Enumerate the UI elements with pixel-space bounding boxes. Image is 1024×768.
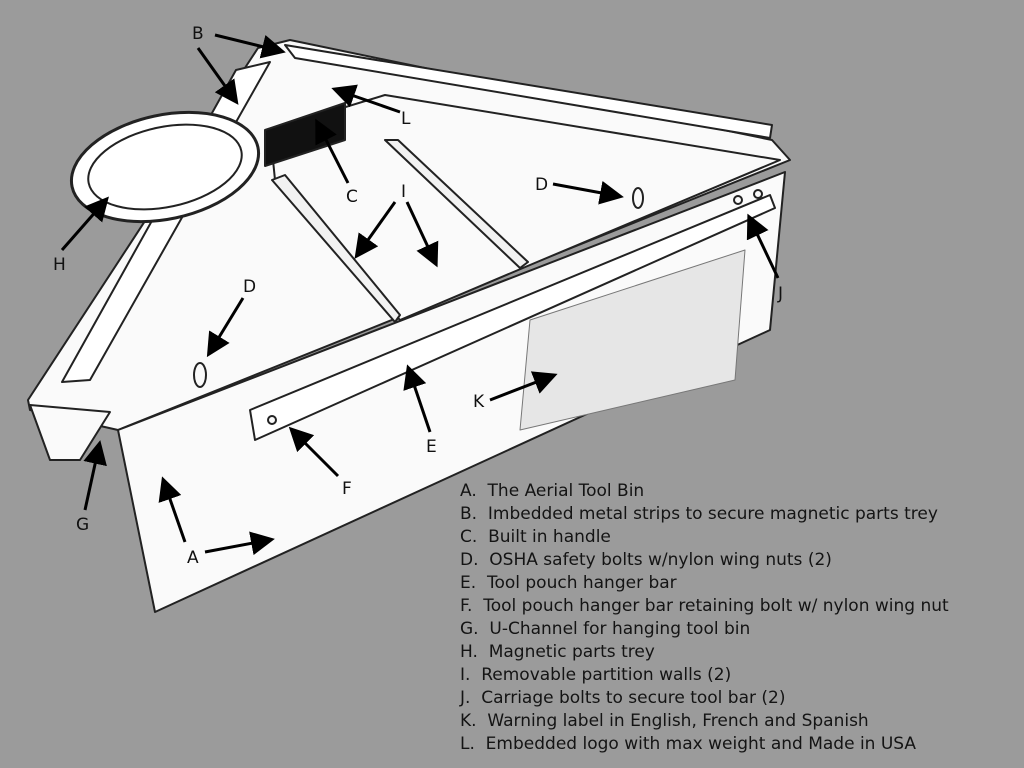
arrow-d [206, 297, 245, 358]
safety-bolt-icon [193, 362, 207, 388]
callout-g: G [76, 515, 89, 535]
carriage-bolt-icon [733, 195, 743, 205]
callout-h: H [53, 255, 66, 275]
bin-front-face [117, 171, 786, 613]
safety-bolt-icon [632, 187, 644, 209]
legend-item: L. Embedded logo with max weight and Mad… [460, 734, 917, 754]
arrow-j [746, 213, 780, 279]
callout-arrows [60, 33, 780, 556]
callout-j: J [777, 284, 783, 304]
legend: A. The Aerial Tool Bin B. Imbedded metal… [460, 480, 949, 756]
partition-wall-1 [271, 174, 401, 323]
callout-d: D [535, 175, 548, 195]
callout-i: I [401, 182, 406, 202]
legend-item: H. Magnetic parts trey [460, 642, 655, 662]
arrow-d [552, 180, 624, 205]
legend-item: C. Built in handle [460, 527, 611, 547]
warning-label [519, 249, 746, 431]
arrow-k [489, 371, 558, 402]
legend-item: K. Warning label in English, French and … [460, 711, 869, 731]
arrow-f [288, 426, 340, 478]
callout-d: D [243, 277, 256, 297]
arrow-g [83, 440, 107, 511]
arrow-i [354, 201, 397, 259]
legend-item: B. Imbedded metal strips to secure magne… [460, 504, 938, 524]
callout-e: E [426, 437, 437, 457]
metal-strip-top [284, 44, 773, 139]
legend-item: A. The Aerial Tool Bin [460, 481, 645, 501]
arrow-i [405, 201, 439, 268]
legend-item: E. Tool pouch hanger bar [460, 573, 677, 593]
arrow-h [60, 196, 109, 251]
callout-l: L [401, 109, 411, 129]
arrow-a [204, 531, 275, 556]
legend-item: F. Tool pouch hanger bar retaining bolt … [460, 596, 949, 616]
bin-left-flange [29, 404, 111, 461]
legend-item: I. Removable partition walls (2) [460, 665, 732, 685]
legend-item: D. OSHA safety bolts w/nylon wing nuts (… [460, 550, 832, 570]
callout-a: A [187, 548, 199, 568]
legend-item: J. Carriage bolts to secure tool bar (2) [460, 688, 786, 708]
carriage-bolt-icon [753, 189, 763, 199]
callout-f: F [342, 479, 352, 499]
magnetic-parts-tray-inner [87, 123, 243, 211]
hanger-bar [249, 194, 776, 441]
arrow-b [214, 33, 286, 59]
arrow-c [315, 118, 350, 184]
legend-item: G. U-Channel for hanging tool bin [460, 619, 751, 639]
callout-c: C [346, 187, 358, 207]
callout-k: K [473, 392, 485, 412]
arrow-a [158, 476, 187, 543]
callout-labels: B L C I D D H J K E F G A [53, 24, 783, 568]
callout-b: B [192, 24, 204, 44]
arrow-b [196, 47, 239, 105]
arrow-l [331, 84, 401, 114]
partition-wall-2 [384, 139, 529, 269]
arrow-e [403, 364, 432, 433]
retaining-bolt-icon [267, 415, 277, 425]
